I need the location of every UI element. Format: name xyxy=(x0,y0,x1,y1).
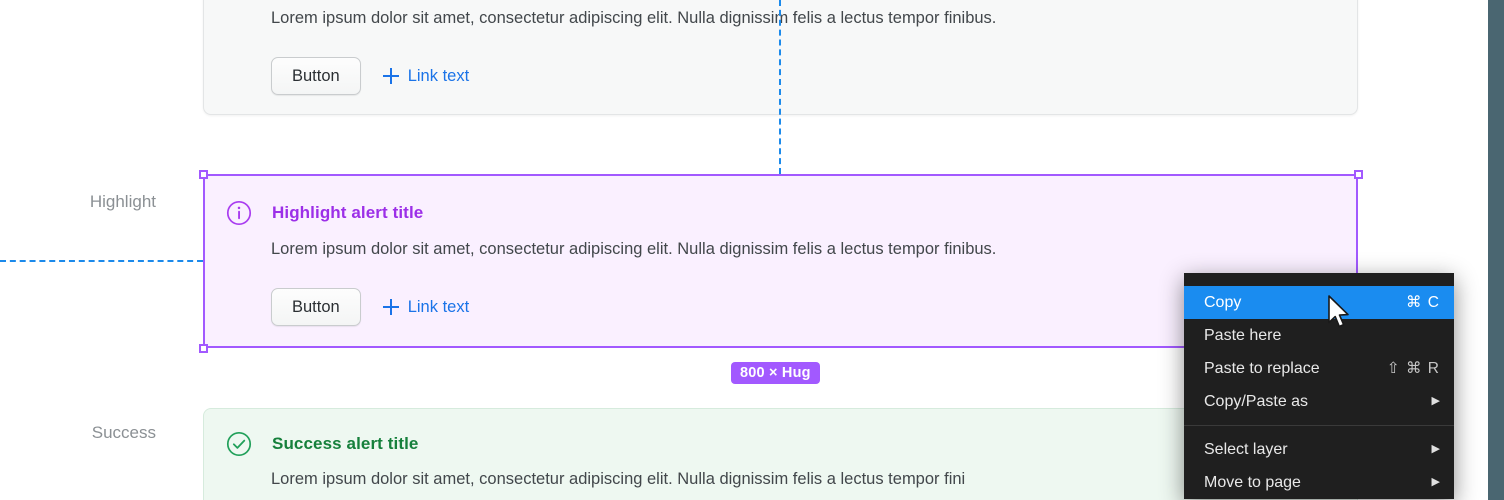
context-menu-item-label: Paste here xyxy=(1204,326,1282,344)
submenu-arrow-icon: ▶ xyxy=(1431,476,1440,488)
link-neutral[interactable]: Link text xyxy=(382,66,470,86)
info-circle-icon xyxy=(225,199,253,227)
context-menu-item-shortcut: ⌘ C xyxy=(1406,294,1440,311)
smart-guide-vertical xyxy=(779,0,781,174)
smart-guide-horizontal xyxy=(0,260,203,262)
context-menu-item-label: Paste to replace xyxy=(1204,359,1320,377)
button-highlight[interactable]: Button xyxy=(271,288,361,326)
context-menu-top-spacer xyxy=(1184,279,1454,286)
row-label-success: Success xyxy=(91,423,156,442)
alert-header-highlight: Highlight alert title xyxy=(225,199,423,227)
alert-header-success: Success alert title xyxy=(225,430,418,458)
alert-body-neutral: Lorem ipsum dolor sit amet, consectetur … xyxy=(271,9,997,27)
context-menu-item-label: Select layer xyxy=(1204,440,1288,458)
context-menu-item-select-layer[interactable]: Select layer ▶ xyxy=(1184,433,1454,466)
alert-actions-highlight: Button Link text xyxy=(271,288,469,326)
context-menu-item-move-to-page[interactable]: Move to page ▶ xyxy=(1184,466,1454,499)
context-menu-item-copy-paste-as[interactable]: Copy/Paste as ▶ xyxy=(1184,385,1454,418)
alert-actions-neutral: Button Link text xyxy=(271,57,469,95)
row-label-highlight: Highlight xyxy=(89,192,156,211)
plus-icon xyxy=(382,68,399,84)
plus-icon xyxy=(382,299,399,315)
check-circle-icon xyxy=(225,430,253,458)
link-label-neutral: Link text xyxy=(407,66,470,85)
context-menu-item-label: Copy/Paste as xyxy=(1204,392,1309,410)
button-neutral[interactable]: Button xyxy=(271,57,361,95)
context-menu-item-paste-here[interactable]: Paste here xyxy=(1184,319,1454,352)
context-menu-separator xyxy=(1184,425,1454,426)
selection-handle-top-right[interactable] xyxy=(1353,169,1363,179)
selection-handle-top-left[interactable] xyxy=(198,169,208,179)
alert-card-success[interactable] xyxy=(203,408,1358,500)
alert-title-highlight: Highlight alert title xyxy=(272,203,424,222)
submenu-arrow-icon: ▶ xyxy=(1431,395,1440,407)
alert-title-success: Success alert title xyxy=(272,434,419,453)
alert-body-highlight: Lorem ipsum dolor sit amet, consectetur … xyxy=(271,240,997,258)
selection-size-badge: 800 × Hug xyxy=(731,362,820,384)
submenu-arrow-icon: ▶ xyxy=(1431,443,1440,455)
link-highlight[interactable]: Link text xyxy=(382,297,470,317)
selection-handle-bottom-left[interactable] xyxy=(198,343,208,353)
right-panel-edge xyxy=(1488,0,1504,500)
context-menu-item-label: Move to page xyxy=(1204,473,1301,491)
alert-body-success: Lorem ipsum dolor sit amet, consectetur … xyxy=(271,470,966,488)
link-label-highlight: Link text xyxy=(407,297,470,316)
alert-card-highlight[interactable] xyxy=(203,174,1358,348)
context-menu-item-label: Copy xyxy=(1204,293,1242,311)
context-menu-item-copy[interactable]: Copy ⌘ C xyxy=(1184,286,1454,319)
context-menu-item-shortcut: ⇧ ⌘ R xyxy=(1386,360,1440,377)
context-menu-item-paste-to-replace[interactable]: Paste to replace ⇧ ⌘ R xyxy=(1184,352,1454,385)
